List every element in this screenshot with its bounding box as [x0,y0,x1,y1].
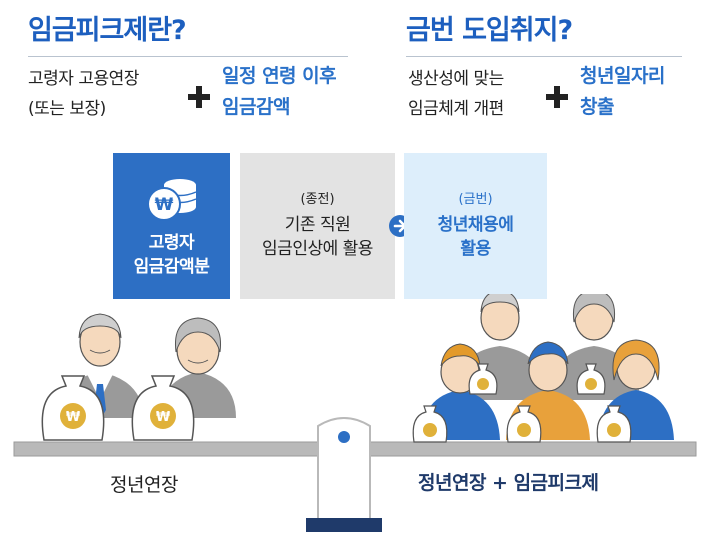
svg-text:₩: ₩ [156,410,171,425]
box2-line1: 기존 직원 [284,215,351,235]
left-blue1: 일정 연령 이후 [222,65,337,87]
left-title: 임금피크제란? [28,15,187,46]
right-scale-label: 정년연장 + 임금피크제 [418,472,599,494]
left-line1: 고령자 고용연장 [28,69,139,89]
box2-small: (종전) [300,192,335,207]
right-divider [406,56,682,57]
left-scale-label: 정년연장 [110,474,178,496]
plus-icon [188,86,210,108]
left-divider [28,56,348,57]
svg-text:₩: ₩ [66,410,81,425]
right-line1: 생산성에 맞는 [408,69,504,89]
won-symbol: ₩ [154,195,173,215]
right-line2: 임금체계 개편 [408,99,504,119]
elderly-wage-reduction-box: ₩ 고령자 임금감액분 [113,153,230,299]
right-blue2: 창출 [580,96,614,118]
current-use-box: (금번) 청년채용에 활용 [404,153,547,299]
money-bag-left-2: ₩ [131,375,195,441]
money-bags-right [412,363,632,443]
left-blue2: 임금감액 [222,96,290,118]
plus-icon [546,86,568,108]
box2-line2: 임금인상에 활용 [262,239,373,259]
previous-use-box: (종전) 기존 직원 임금인상에 활용 [240,153,395,299]
right-blue1: 청년일자리 [580,65,665,87]
left-line2: (또는 보장) [28,99,106,119]
box3-line1: 청년채용에 [437,215,514,235]
box1-line2: 임금감액분 [133,257,210,277]
box3-line2: 활용 [460,239,491,259]
right-title: 금번 도입취지? [406,15,573,46]
box1-line1: 고령자 [148,233,195,253]
coin-stack-icon: ₩ [146,179,196,221]
box3-small: (금번) [458,192,493,207]
balance-scale-illustration: ₩ ₩ [13,294,697,532]
money-bag-left-1: ₩ [41,375,105,441]
scale-fulcrum [317,417,371,521]
